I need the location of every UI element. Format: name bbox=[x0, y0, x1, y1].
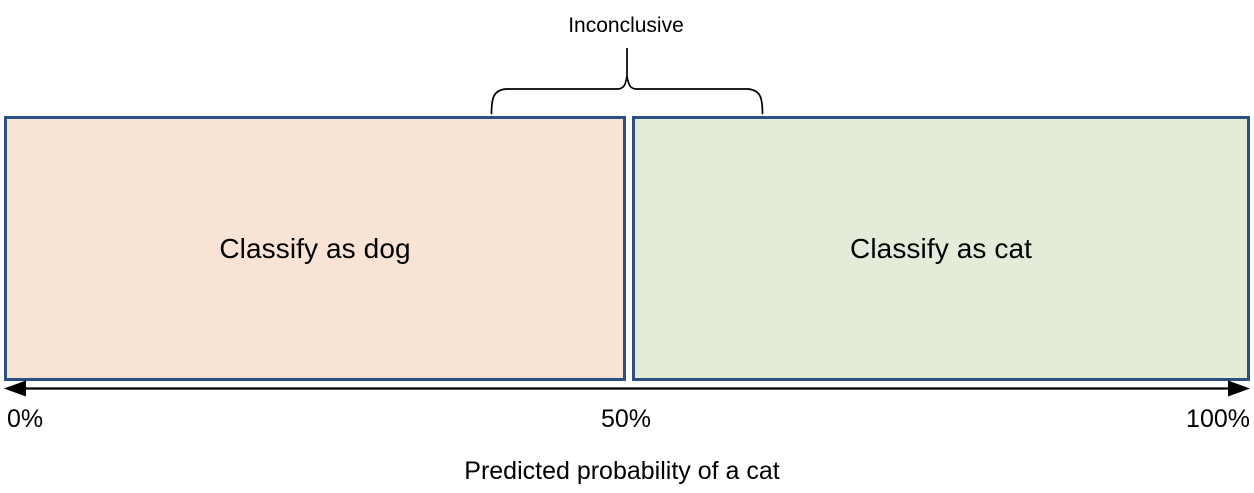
region-classify-as-dog[interactable]: Classify as dog bbox=[4, 116, 626, 381]
inconclusive-label: Inconclusive bbox=[0, 12, 1254, 40]
region-classify-as-cat[interactable]: Classify as cat bbox=[632, 116, 1250, 381]
axis-arrow-right-icon bbox=[1228, 380, 1250, 397]
region-cat-label: Classify as cat bbox=[850, 232, 1032, 264]
axis-arrow-left-icon bbox=[4, 380, 26, 397]
axis-caption-text: Predicted probability of a cat bbox=[464, 457, 780, 485]
axis-tick-50: 50% bbox=[0, 404, 1254, 435]
axis-tick-100: 100% bbox=[1186, 405, 1250, 433]
region-dog-label: Classify as dog bbox=[219, 232, 411, 264]
probability-axis bbox=[4, 380, 1250, 397]
axis-tick-0: 0% bbox=[7, 405, 44, 433]
inconclusive-brace-icon bbox=[490, 48, 764, 115]
axis-caption: Predicted probability of a cat bbox=[0, 455, 1254, 487]
inconclusive-label-text: Inconclusive bbox=[568, 14, 684, 37]
axis-tick-50-text: 50% bbox=[600, 405, 652, 433]
